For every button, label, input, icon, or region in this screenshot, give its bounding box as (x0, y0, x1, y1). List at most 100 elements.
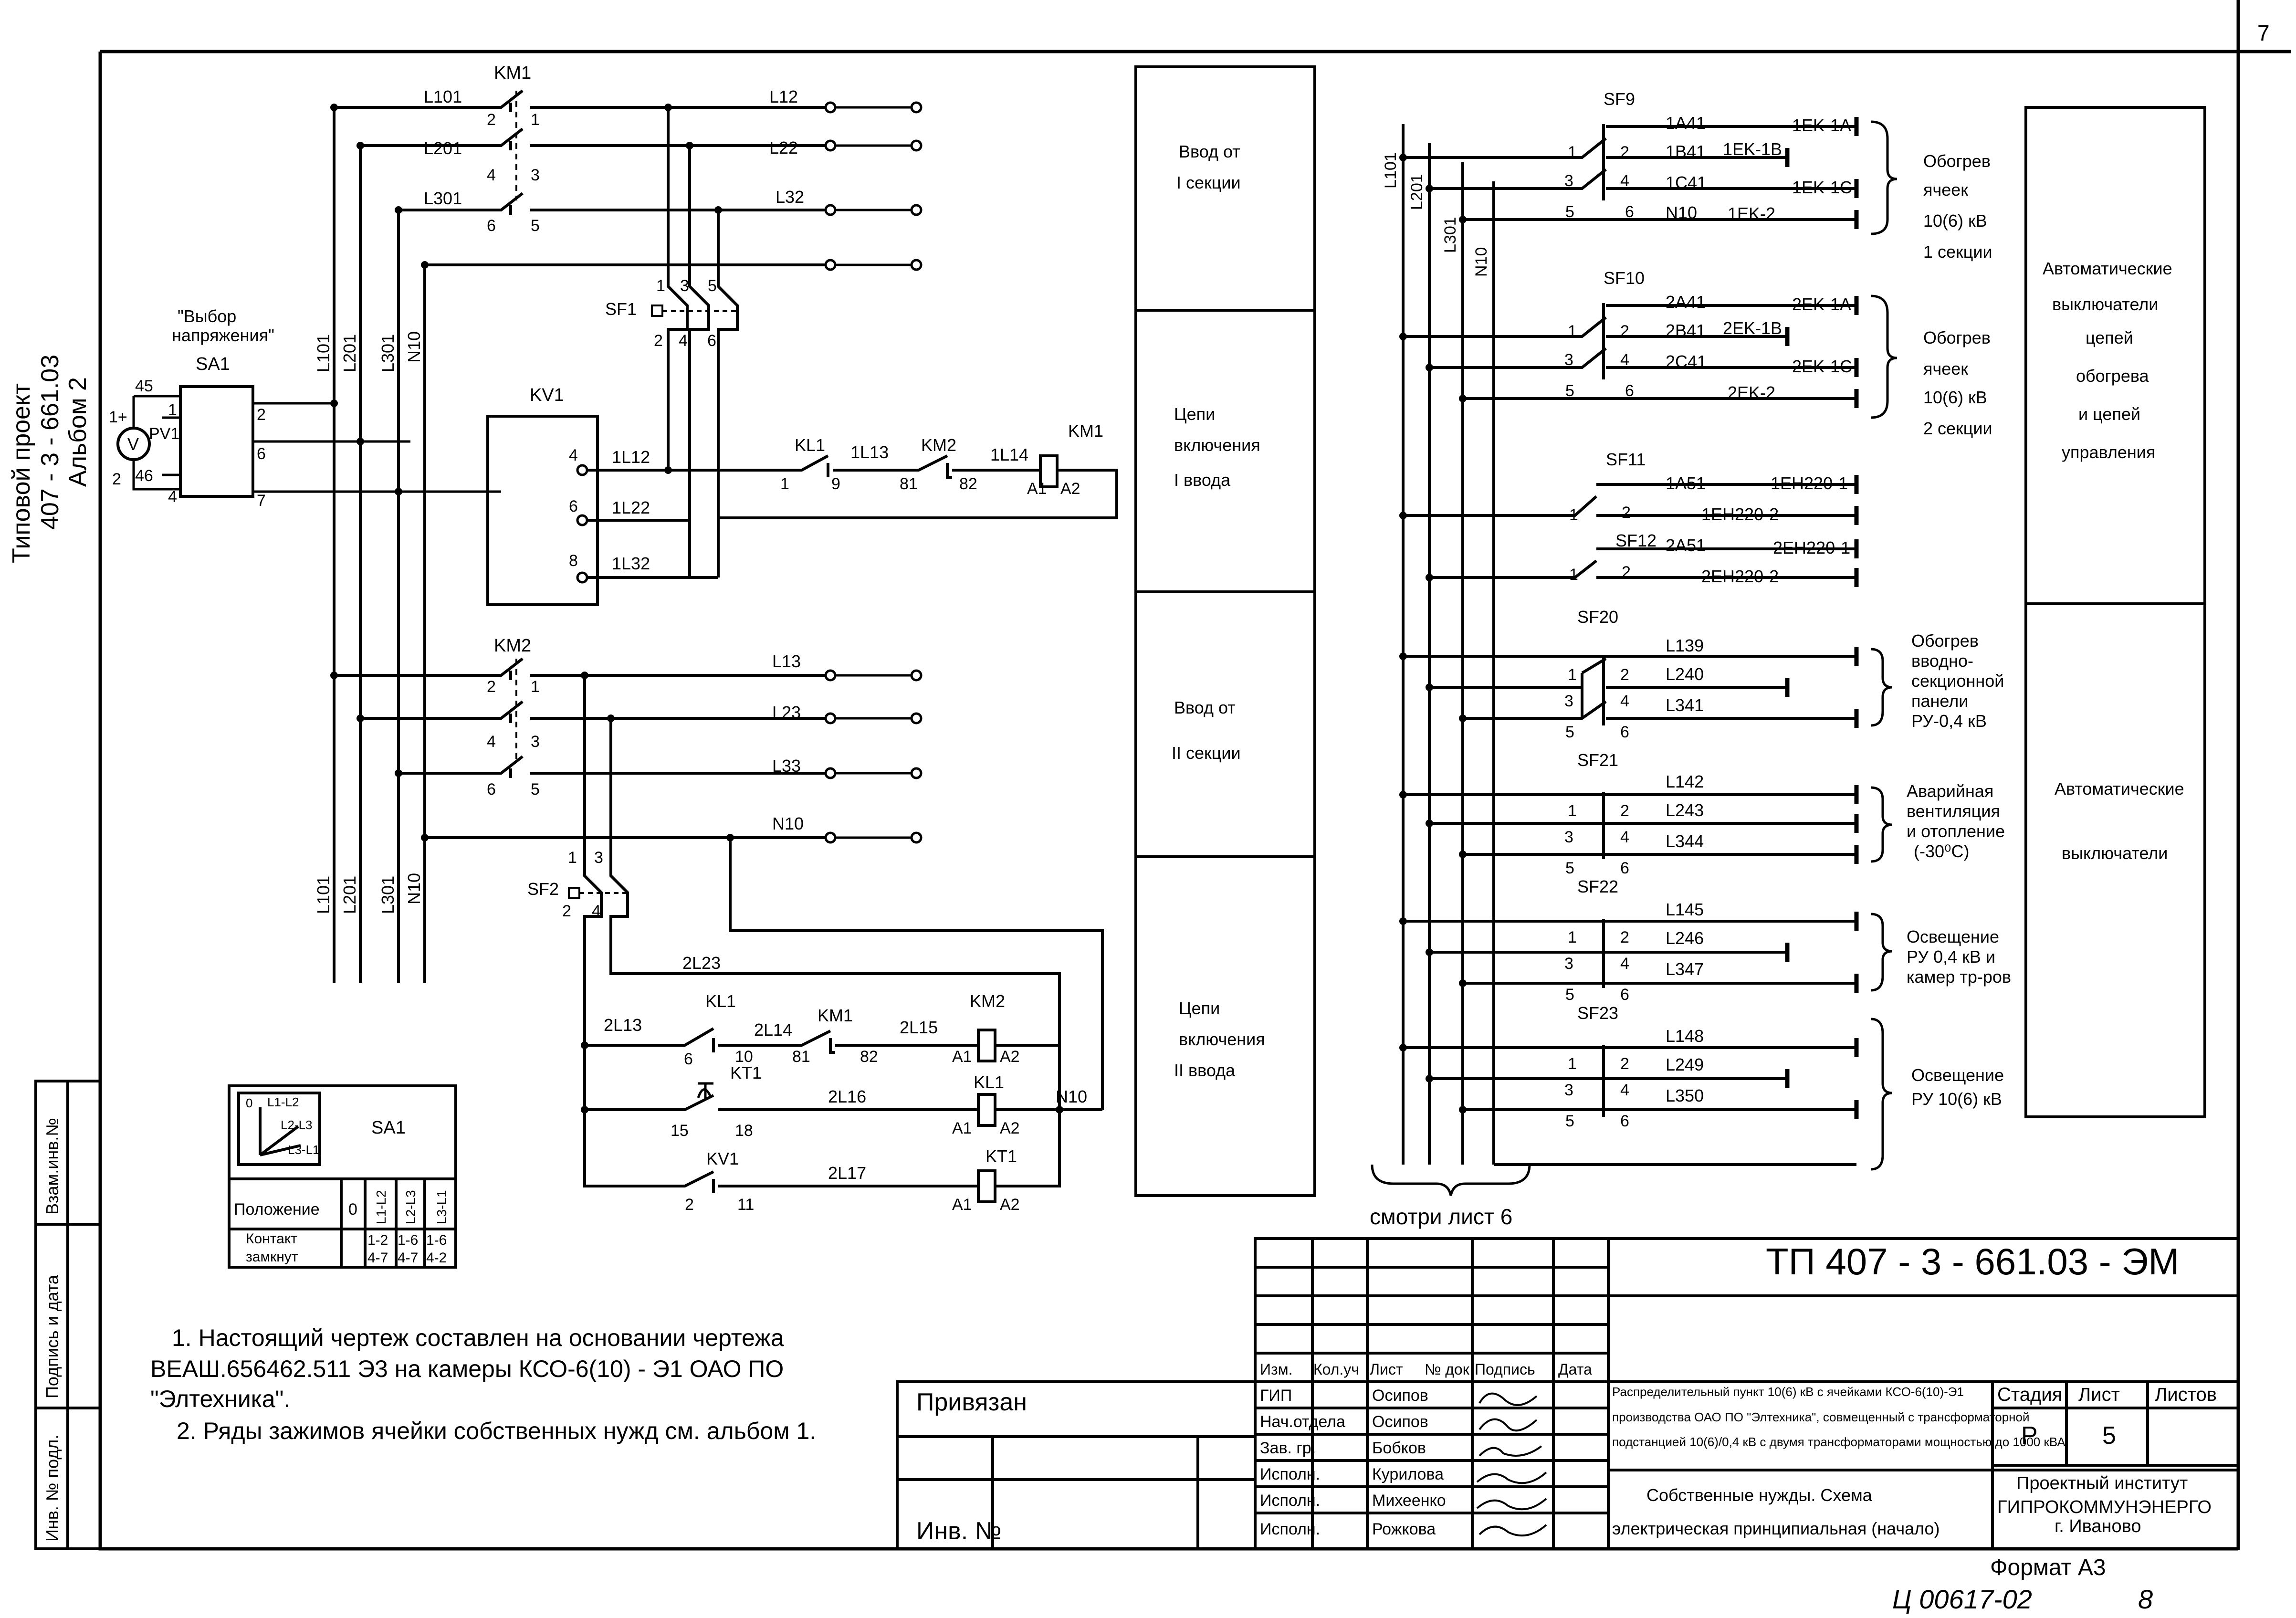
bus-l301-label-2: L301 (378, 876, 398, 914)
role-4: Исполн. (1260, 1465, 1320, 1483)
heat2-l4: 2 секции (1923, 419, 1992, 438)
rbox1-l3: цепей (2086, 328, 2133, 347)
field-inv-orig: Инв. № подл. (42, 1435, 62, 1542)
kt1-a1: A1 (952, 1196, 972, 1214)
name-1: Осипов (1372, 1387, 1428, 1405)
circuit-input-1: KM1 L101 L201 L301 2 1 4 3 6 5 L12 L22 L… (330, 63, 921, 495)
sf21-p3: 3 (1564, 828, 1573, 846)
sf21-p1: 1 (1568, 802, 1577, 820)
sf9-p2: 2 (1620, 143, 1629, 161)
sf22-p2: 2 (1620, 928, 1629, 946)
kv1-label-2: KV1 (706, 1149, 739, 1168)
l23-label: L23 (772, 703, 801, 722)
km2-label: KM2 (921, 435, 956, 455)
box2-line2: включения (1174, 435, 1260, 455)
note2: 2. Ряды зажимов ячейки собственных нужд … (177, 1418, 816, 1444)
sf1-kv1-block: SF1 1 3 5 2 4 6 KV1 4 6 8 1L12 1L22 1L32… (486, 107, 1118, 606)
sf23-p2: 2 (1620, 1055, 1629, 1073)
sf9-w1: 1A41 (1666, 113, 1706, 133)
pin-45: 45 (135, 377, 153, 395)
rbus-n10: N10 (1472, 247, 1490, 277)
project-line2: 407 - 3 - 661.03 (36, 355, 64, 530)
sa1-row1-label: Положение (234, 1200, 320, 1219)
rbox1-l6: управления (2062, 442, 2155, 462)
kv1-label: KV1 (530, 385, 564, 405)
sf1-label: SF1 (605, 299, 637, 319)
sa1-row2-c3b: 4-2 (426, 1250, 447, 1266)
sf1-4: 4 (679, 332, 688, 350)
sf9-o3: 1EK-1C (1792, 178, 1852, 197)
heat1-l1: Обогрев (1923, 151, 1991, 171)
vent-l1: Аварийная (1907, 781, 1993, 801)
km2-82: 82 (959, 475, 977, 493)
kl1-label-2: KL1 (705, 991, 736, 1011)
sa1-row2-label-2: замкнут (246, 1249, 298, 1265)
note1-line1: 1. Настоящий чертеж составлен на основан… (172, 1324, 784, 1351)
consumer-labels: Обогрев ячеек 10(6) кВ 1 секции Обогрев … (1870, 120, 2011, 1171)
rbox1-l1: Автоматические (2043, 259, 2172, 278)
l32-label: L32 (776, 187, 804, 207)
box1-line1: Ввод от (1179, 142, 1240, 161)
sf20-p6: 6 (1620, 723, 1629, 741)
kv1-4: 4 (569, 446, 578, 464)
sf2-1: 1 (568, 849, 577, 867)
sf23-w2: L249 (1666, 1055, 1704, 1074)
km2-81: 81 (900, 475, 918, 493)
voltmeter-v: V (127, 434, 139, 454)
km2-label-2: KM2 (494, 636, 531, 656)
kt1-coil-label: KT1 (985, 1146, 1017, 1166)
sf12-p1: 1 (1569, 566, 1578, 584)
circuit-input-2: KM2 2 1 4 3 6 5 L13 L23 L33 N10 SF2 (330, 636, 1104, 1214)
km1-coil-icon (1039, 454, 1059, 488)
org-line2: ГИПРОКОММУНЭНЕРГО (1997, 1497, 2212, 1517)
sf10-p4: 4 (1620, 351, 1629, 369)
km2-a2: A2 (1000, 1048, 1020, 1066)
sf9-w4: N10 (1666, 203, 1697, 222)
right-description-boxes: Автоматические выключатели цепей обогрев… (2024, 106, 2206, 1118)
sa1-row2-c3a: 1-6 (426, 1232, 447, 1248)
sf22-p1: 1 (1568, 928, 1577, 946)
kl1-coil-label: KL1 (974, 1072, 1004, 1092)
h-data: Дата (1558, 1361, 1592, 1378)
km2-c5: 5 (531, 780, 540, 798)
l33-label: L33 (772, 756, 801, 776)
sf10-label: SF10 (1604, 268, 1645, 288)
l101-label: L101 (424, 87, 462, 106)
km1-81: 81 (792, 1048, 810, 1066)
h-sheet: Лист (2078, 1384, 2120, 1405)
kl1-a2: A2 (1000, 1119, 1020, 1137)
middle-boxes: Ввод от I секции Цепи включения I ввода … (1134, 65, 1316, 1197)
sheet-title-2: электрическая принципиальная (начало) (1612, 1519, 1940, 1538)
sheet-corner-number: 7 (2257, 21, 2270, 45)
sf1-3: 3 (680, 277, 689, 295)
field-sign-date: Подпись и дата (42, 1274, 62, 1398)
field-replace-inv: Взам.инв.№ (42, 1118, 62, 1215)
sf9-p5: 5 (1565, 203, 1574, 221)
h-list: Лист (1370, 1361, 1403, 1378)
left-bus-lines (333, 107, 426, 983)
heatpanel-l2: вводно- (1911, 651, 1973, 671)
pin-2r: 2 (257, 406, 266, 424)
name-4: Курилова (1372, 1465, 1444, 1483)
l13-label: L13 (772, 651, 801, 671)
sf11-p1: 1 (1569, 506, 1578, 524)
sf20-label: SF20 (1577, 607, 1618, 627)
sf2-3: 3 (594, 849, 603, 867)
km2-c3: 3 (531, 733, 540, 751)
heat2-l3: 10(6) кВ (1923, 388, 1987, 407)
bus-n10-label-2: N10 (404, 873, 424, 904)
right-breakers: SF9 1A41 1B41 1C41 N10 1EK-1A 1EK-1B 1EK… (1399, 89, 1859, 1166)
rbox1-l2: выключатели (2052, 294, 2158, 314)
role-6: Исполн. (1260, 1520, 1320, 1538)
kt1-label: KT1 (730, 1063, 762, 1082)
org-line3: г. Иваново (2055, 1516, 2141, 1536)
sa1-row1-0: 0 (348, 1200, 357, 1219)
sf22-p3: 3 (1564, 955, 1573, 973)
sf23-p4: 4 (1620, 1081, 1629, 1099)
n10-right-label: N10 (1056, 1087, 1087, 1106)
sf2-4: 4 (592, 902, 601, 920)
km2-c6: 6 (487, 780, 496, 798)
sf22-w2: L246 (1666, 928, 1704, 948)
sf1-6: 6 (707, 332, 716, 350)
km2-c4: 4 (487, 733, 496, 751)
